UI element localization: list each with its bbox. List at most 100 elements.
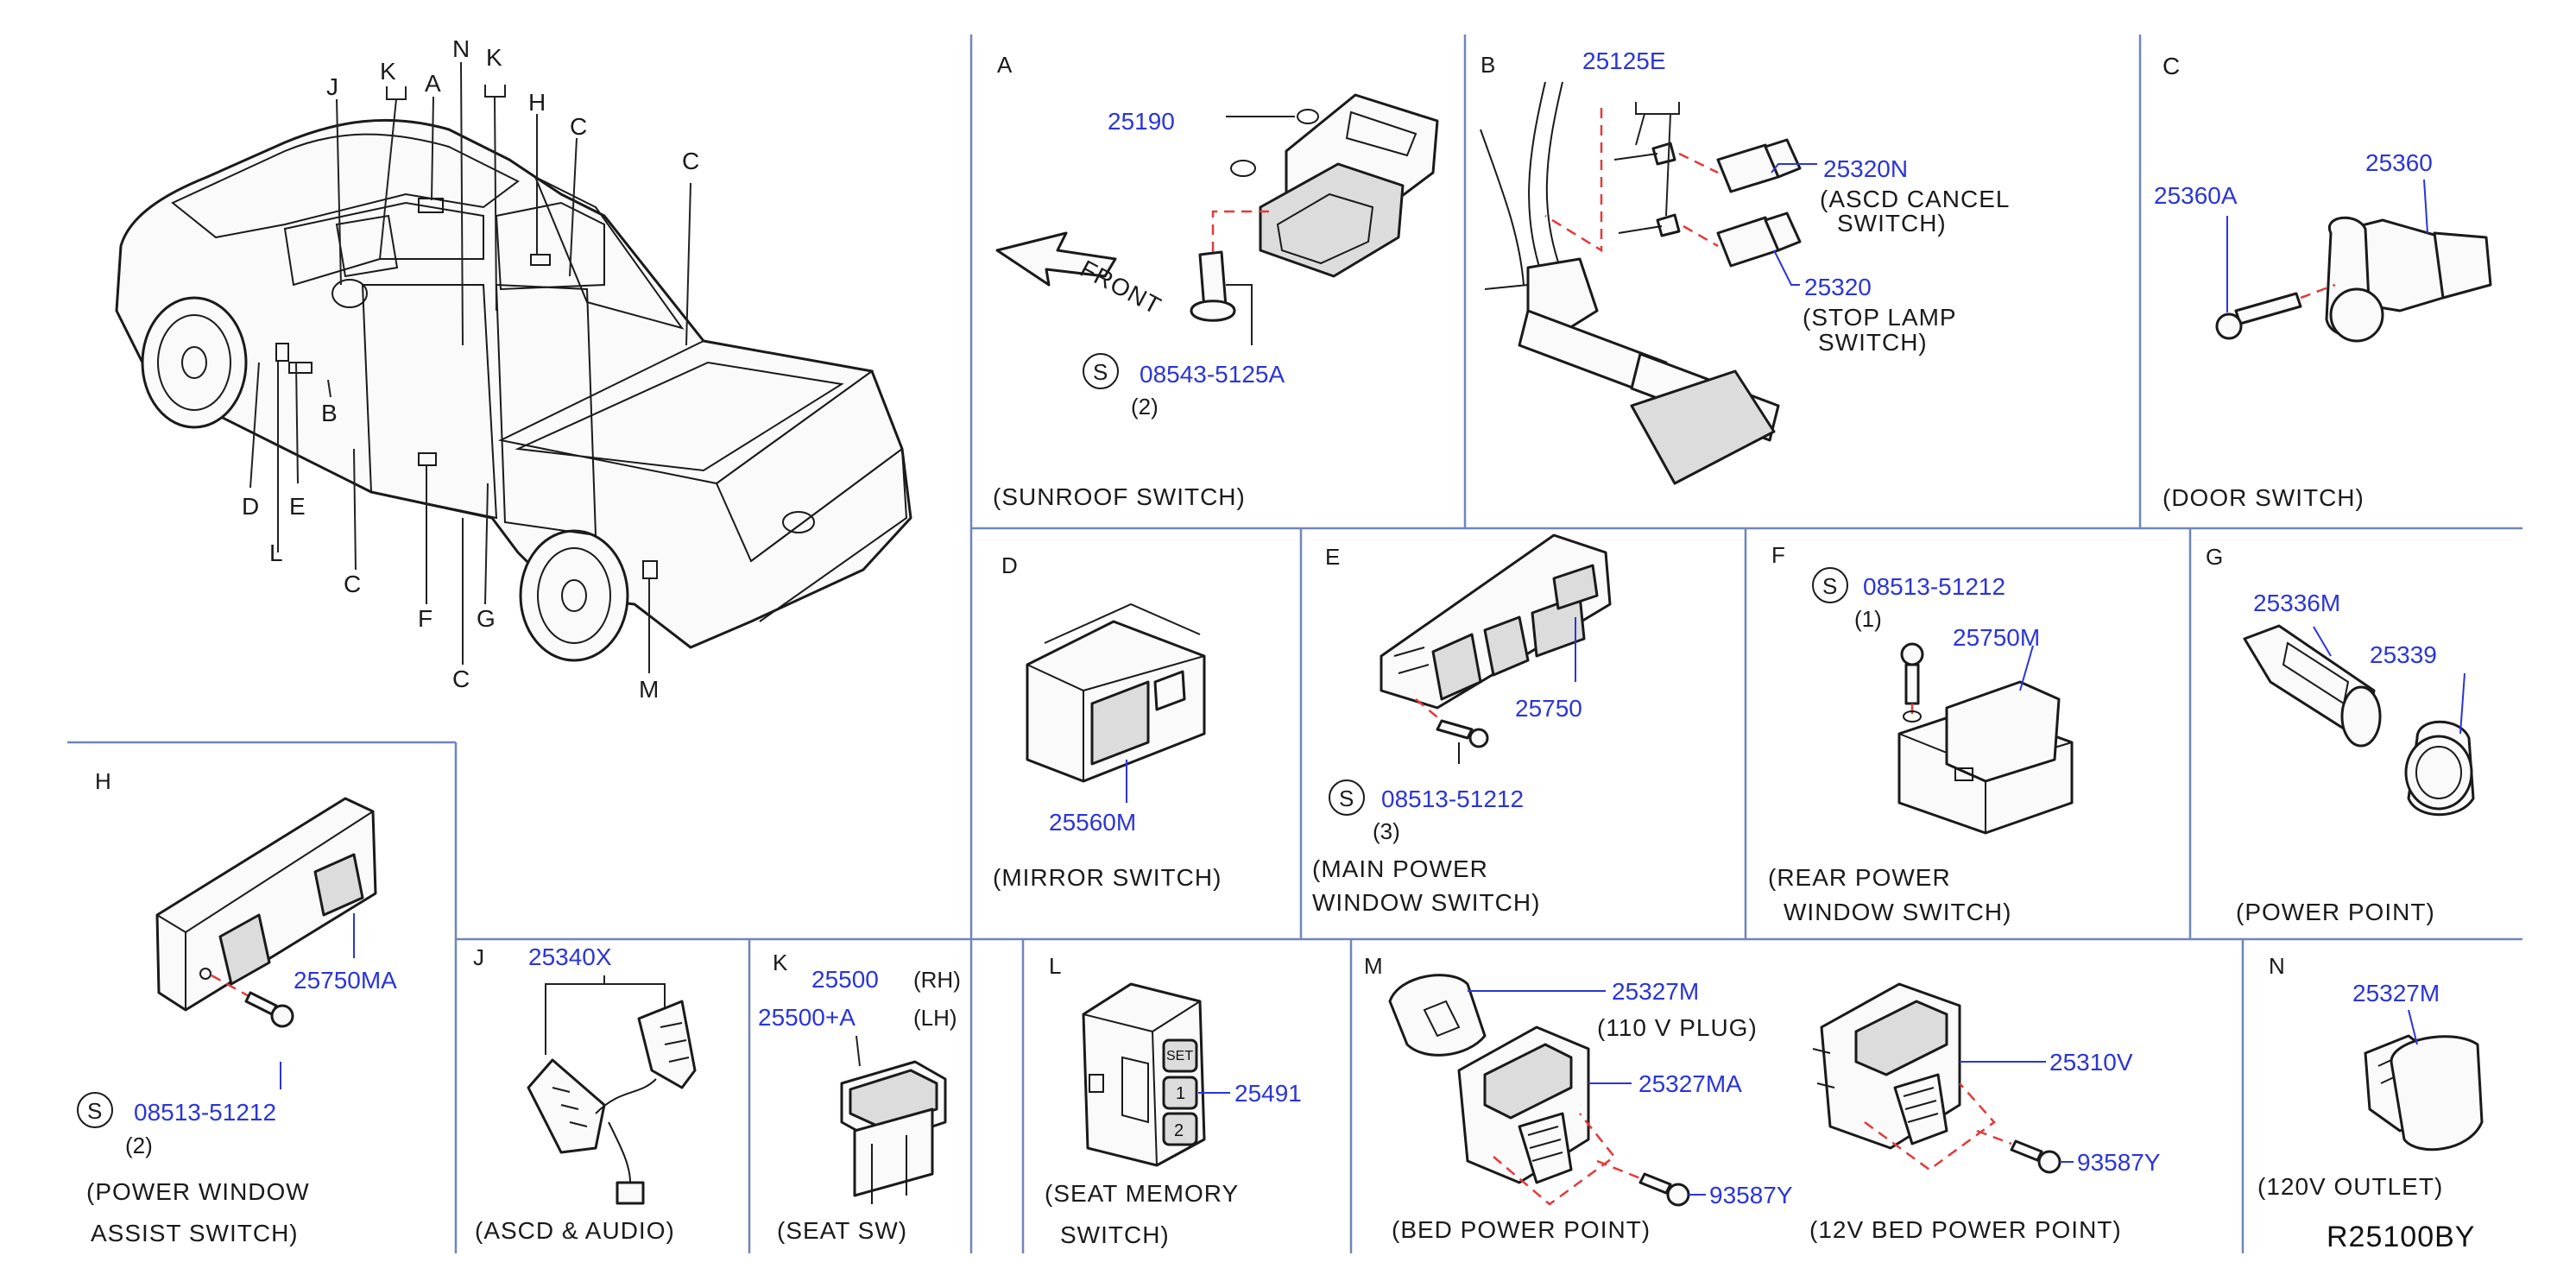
memory-key-1: 1 — [1176, 1084, 1185, 1103]
callout-a: A — [425, 70, 441, 97]
panel-k-part-25500a: 25500+A — [758, 1004, 856, 1031]
panel-k-letter: K — [773, 950, 788, 975]
panel-f-qty: (1) — [1854, 606, 1882, 632]
panel-l-part-25491: 25491 — [1234, 1080, 1302, 1107]
panel-a-letter: A — [997, 52, 1013, 78]
panel-f-part-25750m: 25750M — [1953, 624, 2040, 651]
callout-e: E — [289, 493, 306, 520]
panel-c-part-25360a: 25360A — [2154, 182, 2238, 209]
panel-d-caption: (MIRROR SWITCH) — [993, 864, 1222, 891]
panel-l-letter: L — [1049, 953, 1061, 979]
panel-m-plug-label: (110 V PLUG) — [1597, 1014, 1758, 1041]
panel-j-ascd-audio: J 25340X (ASCD & AUDIO) — [473, 943, 697, 1244]
panel-e-qty: (3) — [1373, 818, 1400, 844]
panel-j-letter: J — [473, 944, 484, 970]
front-arrow-icon — [995, 231, 1117, 287]
panel-h-caption-1: (POWER WINDOW — [86, 1178, 310, 1205]
panel-a-qty: (2) — [1131, 394, 1159, 420]
panel-e-part-25750: 25750 — [1515, 695, 1582, 722]
panel-e-caption-1: (MAIN POWER — [1312, 855, 1488, 882]
panel-b-ascd-stop-lamp: B 25125E 25320N (ASCD CANCEL SWITCH) 253… — [1480, 47, 2010, 485]
panel-b-part-25320: 25320 — [1804, 274, 1872, 300]
panel-h-caption-2: ASSIST SWITCH) — [91, 1220, 299, 1246]
panel-j-part-25340x: 25340X — [528, 943, 612, 970]
panel-b-ascd-label-1: (ASCD CANCEL — [1820, 186, 2010, 212]
panel-e-s-mark: S — [1339, 786, 1354, 811]
panel-e-part-08513: 08513-51212 — [1381, 786, 1524, 812]
panel-h-power-window-assist-switch: H 25750MA S 08513-51212 (2) (POWER WINDO… — [77, 768, 397, 1246]
panel-a-part-08543: 08543-5125A — [1140, 361, 1285, 388]
panel-b-part-25320n: 25320N — [1823, 155, 1908, 182]
panel-c-letter: C — [2162, 53, 2180, 79]
panel-a-sunroof-switch: A 25190 S 08543-5125A (2) FRONT (SUNROOF… — [993, 52, 1439, 510]
panel-m-part-25310v: 25310V — [2049, 1049, 2133, 1076]
panel-b-ascd-label-2: SWITCH) — [1837, 210, 1947, 237]
panel-e-main-power-window-switch: E 25750 S 08513-51212 (3) (MAIN POWER WI… — [1312, 533, 1612, 916]
panel-l-caption-1: (SEAT MEMORY — [1045, 1180, 1239, 1207]
panel-a-s-mark: S — [1093, 359, 1108, 385]
panel-b-stop-label-2: SWITCH) — [1818, 329, 1928, 356]
panel-f-rear-power-window-switch: F S 08513-51212 (1) 25750M (REAR POWER W… — [1768, 542, 2074, 925]
panel-c-door-switch: C 25360A 25360 (DOOR SWITCH) — [2154, 53, 2492, 511]
panel-h-part-08513: 08513-51212 — [134, 1099, 276, 1126]
panel-k-lh: (LH) — [913, 1005, 957, 1031]
callout-f: F — [418, 605, 432, 632]
panel-n-letter: N — [2269, 953, 2285, 979]
diagram-reference-number: R25100BY — [2327, 1221, 2475, 1253]
panel-grid — [67, 35, 2522, 1253]
panel-g-power-point: G 25336M 25339 (POWER POINT) — [2206, 544, 2475, 925]
panel-l-caption-2: SWITCH) — [1060, 1221, 1170, 1248]
panel-e-letter: E — [1325, 544, 1340, 570]
panel-f-caption-1: (REAR POWER — [1768, 864, 1951, 891]
panel-b-letter: B — [1481, 52, 1495, 78]
panel-k-part-25500: 25500 — [811, 966, 879, 993]
panel-h-s-mark: S — [87, 1098, 102, 1124]
callout-k-right: K — [486, 44, 502, 71]
callout-j: J — [326, 73, 338, 100]
panel-g-part-25336m: 25336M — [2253, 590, 2340, 616]
callout-d: D — [242, 493, 259, 520]
panel-g-letter: G — [2206, 544, 2223, 570]
panel-m-bed-power-point: M 25327M (110 V PLUG) 25327MA 93587Y (BE… — [1364, 953, 2161, 1243]
panel-m-part-93587y-right: 93587Y — [2077, 1149, 2161, 1176]
panel-d-letter: D — [1001, 552, 1018, 578]
panel-d-part-25560m: 25560M — [1049, 809, 1136, 836]
panel-f-caption-2: WINDOW SWITCH) — [1784, 899, 2011, 925]
panel-l-seat-memory-switch: L SET 1 2 25491 (SEAT MEMORY SWITCH) — [1045, 953, 1302, 1248]
panel-k-seat-switch: K 25500 (RH) 25500+A (LH) (SEAT SW) — [758, 950, 961, 1244]
callout-l: L — [269, 540, 283, 566]
memory-key-2: 2 — [1174, 1121, 1184, 1140]
panel-n-120v-outlet: N 25327M (120V OUTLET) — [2257, 953, 2484, 1200]
panel-m-caption-12v: (12V BED POWER POINT) — [1809, 1216, 2122, 1243]
callout-h: H — [528, 89, 546, 116]
front-label: FRONT — [1076, 255, 1165, 319]
panel-k-rh: (RH) — [913, 967, 961, 993]
panel-n-caption: (120V OUTLET) — [2257, 1173, 2443, 1200]
panel-m-part-93587y-left: 93587Y — [1709, 1182, 1793, 1208]
panel-h-letter: H — [95, 768, 111, 794]
callout-c-upper: C — [570, 113, 587, 140]
callout-c-lower: C — [344, 571, 361, 597]
panel-m-part-25327ma: 25327MA — [1638, 1070, 1742, 1097]
panel-g-caption: (POWER POINT) — [2236, 899, 2435, 925]
panel-f-part-08513: 08513-51212 — [1863, 573, 2005, 600]
panel-m-part-25327m: 25327M — [1612, 978, 1699, 1005]
callout-c-top-right: C — [682, 148, 699, 174]
panel-j-caption: (ASCD & AUDIO) — [475, 1217, 675, 1244]
callout-k-left: K — [380, 58, 396, 85]
callout-n: N — [452, 35, 470, 62]
panel-f-letter: F — [1771, 542, 1785, 568]
panel-k-caption: (SEAT SW) — [777, 1217, 907, 1244]
panel-m-caption-bed: (BED POWER POINT) — [1392, 1216, 1651, 1243]
truck-illustration: J K A N K H C C D L E B C F G C M — [115, 35, 912, 703]
panel-a-part-25190: 25190 — [1108, 108, 1175, 135]
panel-b-stop-label-1: (STOP LAMP — [1803, 304, 1957, 331]
panel-m-letter: M — [1364, 953, 1383, 979]
panel-c-caption: (DOOR SWITCH) — [2162, 484, 2364, 511]
callout-b: B — [321, 400, 338, 426]
callout-c-bottom: C — [452, 666, 470, 692]
panel-e-caption-2: WINDOW SWITCH) — [1312, 889, 1540, 916]
panel-b-part-25125e: 25125E — [1582, 47, 1666, 74]
panel-c-part-25360: 25360 — [2365, 149, 2433, 176]
